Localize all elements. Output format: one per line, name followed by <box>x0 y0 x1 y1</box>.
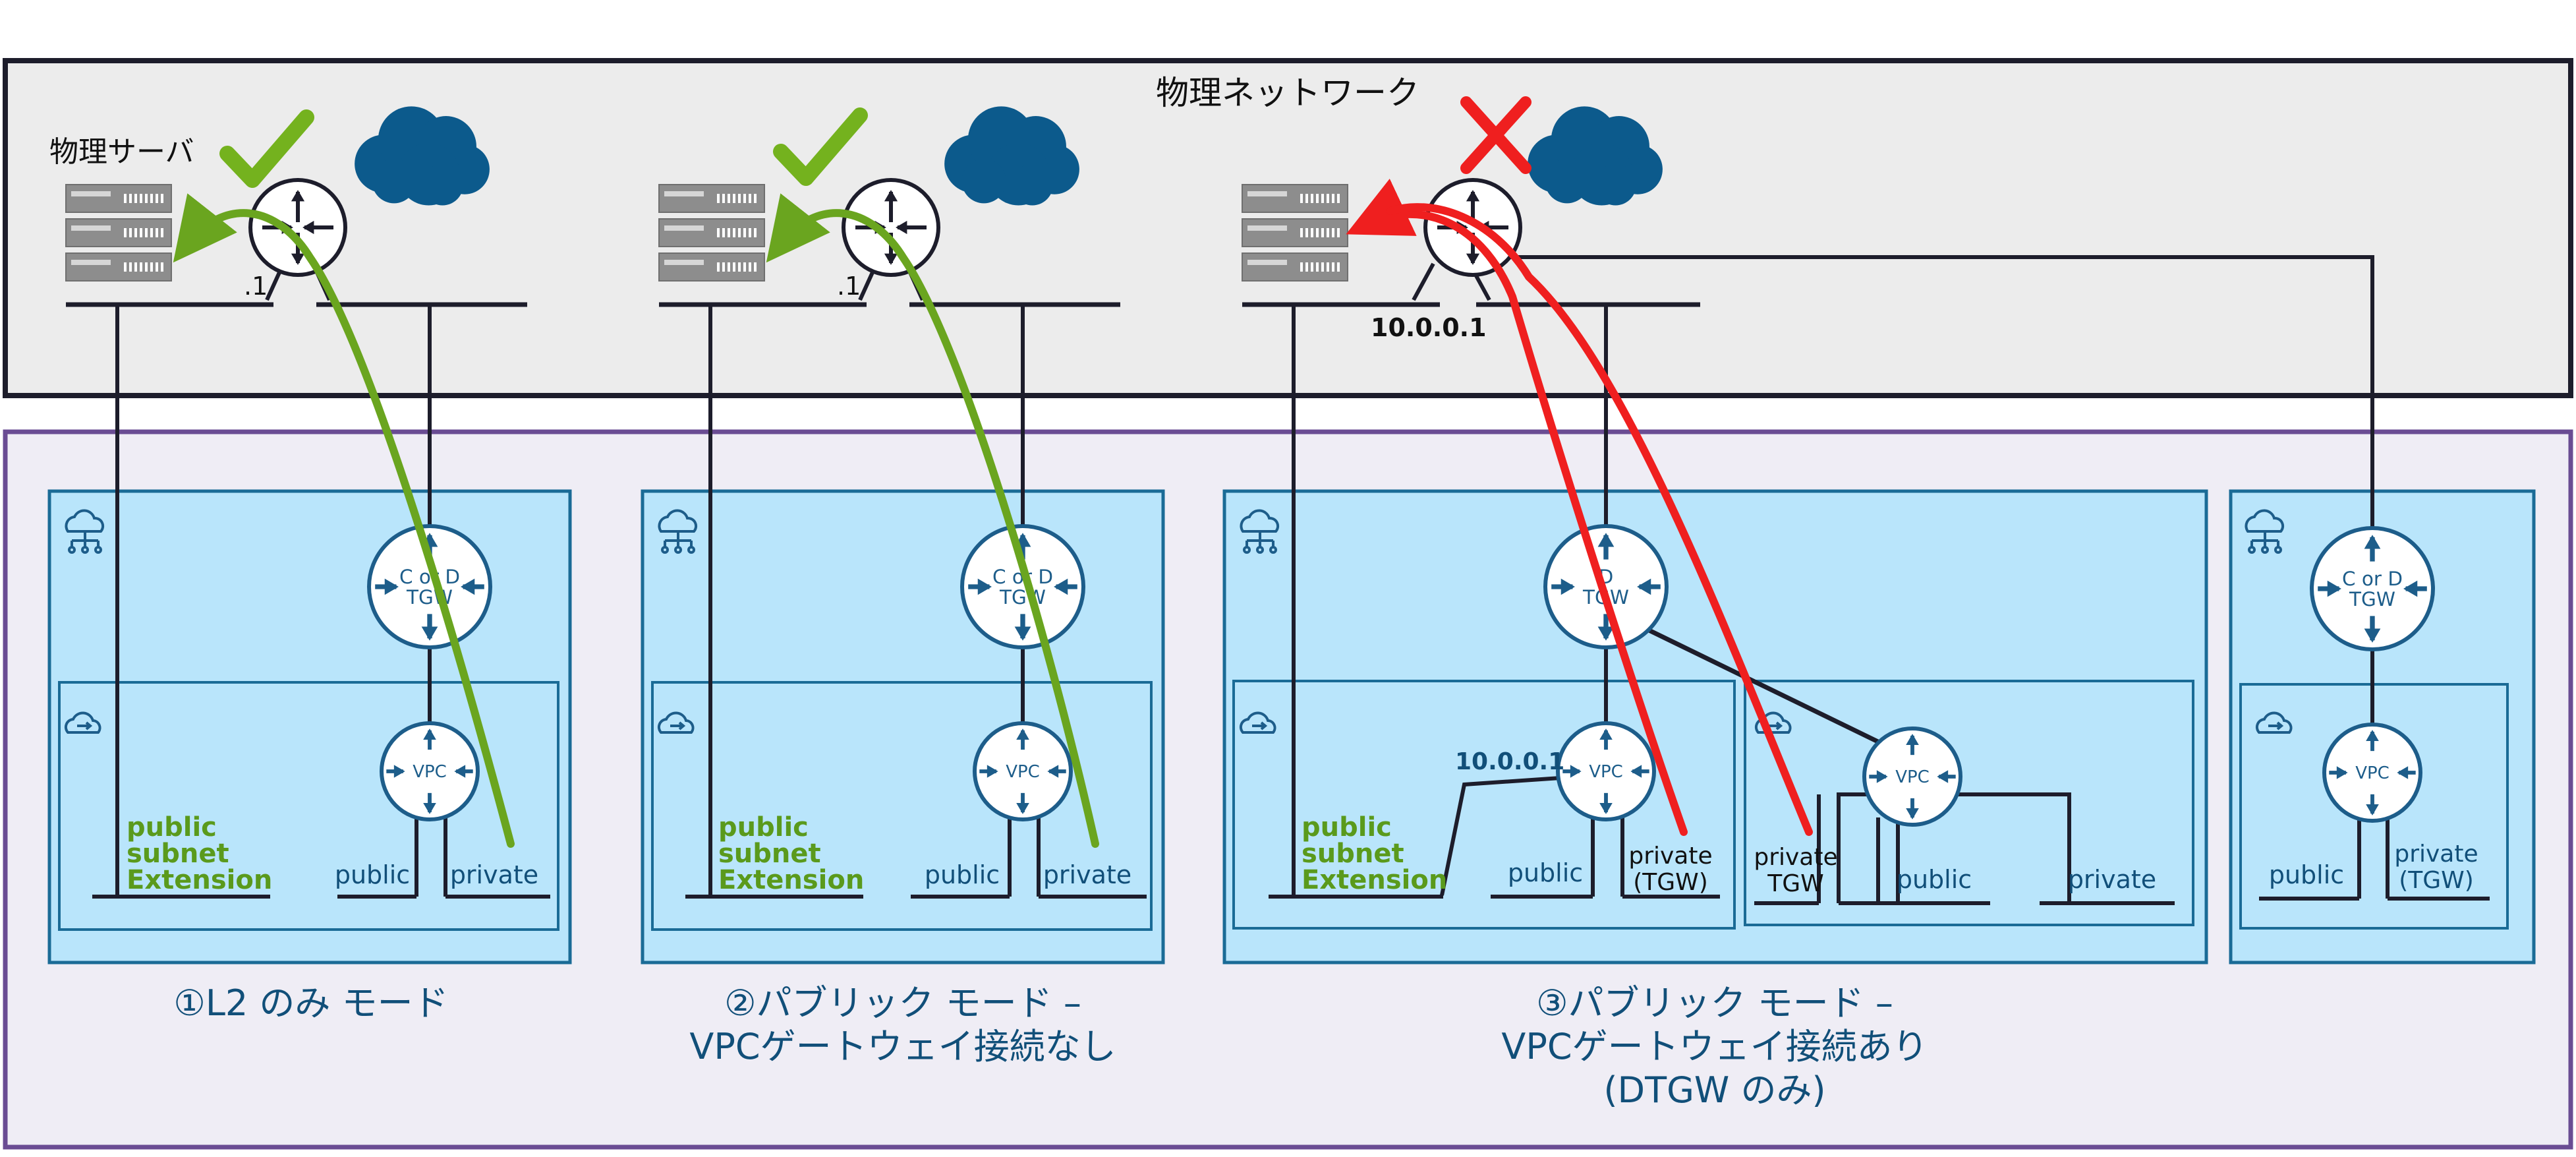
router-label: C or D <box>2342 568 2403 590</box>
panel-caption-1: ①L2 のみ モード <box>173 982 448 1024</box>
router-label: VPC <box>1895 767 1930 787</box>
router-label: TGW <box>2349 588 2395 610</box>
router-leg <box>1412 262 1435 301</box>
traffic-path-1 <box>173 193 515 848</box>
check-icon <box>219 109 314 188</box>
private-tgw-label: private <box>2394 841 2478 868</box>
panel-caption-2: ②パブリック モード – <box>724 982 1081 1024</box>
tgw-router-4: C or DTGW <box>2310 526 2435 651</box>
check-icon <box>773 107 868 186</box>
uplink-panel-4 <box>1496 255 2374 534</box>
gw-link <box>1440 776 1561 896</box>
extension-label: Extension <box>127 865 272 895</box>
vpc-router-1: VPC <box>380 721 480 821</box>
extension-label: subnet <box>718 839 821 869</box>
private-tgw-label: private <box>1754 844 1837 871</box>
extension-label: Extension <box>718 865 864 895</box>
panel-caption-3: VPCゲートウェイ接続あり <box>1501 1026 1928 1067</box>
gateway-label-2: .1 <box>837 272 861 301</box>
tenant-icon-4 <box>2245 509 2285 554</box>
vpc-icon-2 <box>657 711 695 734</box>
cloud-icon-3 <box>1528 106 1663 206</box>
vpc-icon-1 <box>64 711 101 734</box>
router-label: VPC <box>1006 762 1040 782</box>
tenant-icon-2 <box>658 509 698 554</box>
router-label: VPC <box>1589 762 1623 782</box>
panel-1 <box>47 489 572 964</box>
private-label: private <box>2068 865 2156 894</box>
public-label: public <box>1508 858 1583 887</box>
private-tgw-label: (TGW) <box>2399 867 2474 894</box>
vpc-icon-3a <box>1239 711 1276 734</box>
tgw-router-1: C or DTGW <box>367 524 492 649</box>
extension-label: public <box>127 812 217 843</box>
public-label: public <box>1897 865 1972 894</box>
router-label: TGW <box>999 586 1046 608</box>
traffic-path-2 <box>766 193 1099 848</box>
vpc-router-4: VPC <box>2322 723 2422 823</box>
tgw-router-2: C or DTGW <box>960 524 1085 649</box>
panel-2 <box>641 489 1165 964</box>
tenant-icon-3 <box>1240 509 1280 554</box>
physical-network-title: 物理ネットワーク <box>1156 74 1419 112</box>
vpc-box-3a <box>1232 680 1736 930</box>
subnet-link <box>1944 792 2071 903</box>
panel-caption-3: (DTGW のみ) <box>1603 1069 1825 1111</box>
physical-router-2 <box>842 178 940 277</box>
panel-caption-2: VPCゲートウェイ接続なし <box>689 1026 1116 1067</box>
traffic-path-3a <box>1346 179 1688 836</box>
subnet-link <box>1837 792 1868 903</box>
cloud-icon-1 <box>355 106 490 206</box>
physical-server-label: 物理サーバ <box>49 135 194 169</box>
tenant-icon-1 <box>65 509 105 554</box>
gateway-label-3: 10.0.0.1 <box>1371 313 1487 342</box>
tgw-vpc2-link <box>1640 624 1886 748</box>
physical-router-1 <box>248 178 347 277</box>
vpc-router-2: VPC <box>973 721 1073 821</box>
private-label: private <box>1043 860 1131 889</box>
extension-label: Extension <box>1302 865 1447 895</box>
private-tgw-label: (TGW) <box>1633 869 1708 896</box>
cloud-icon-2 <box>944 106 1079 206</box>
extension-label: subnet <box>1302 839 1404 869</box>
public-label: public <box>335 860 410 889</box>
physical-server-2 <box>658 184 765 282</box>
panel-caption-3: ③パブリック モード – <box>1536 982 1893 1024</box>
vpc-router-3b: VPC <box>1862 727 1962 827</box>
vpc-router-3a: VPC <box>1556 721 1656 821</box>
cross-icon <box>1460 96 1531 174</box>
physical-server-1 <box>65 184 172 282</box>
router-label: VPC <box>2355 763 2390 783</box>
traffic-path-3b <box>1387 203 1813 836</box>
private-label: private <box>450 860 538 889</box>
extension-label: subnet <box>127 839 229 869</box>
physical-router-3 <box>1423 178 1522 277</box>
public-label: public <box>2269 860 2344 889</box>
router-label: VPC <box>413 762 447 782</box>
private-tgw-label: private <box>1628 843 1712 870</box>
gateway-label-1: .1 <box>244 272 268 301</box>
vpc-gateway-address: 10.0.0.1 <box>1455 748 1564 775</box>
private-tgw-label: TGW <box>1767 870 1823 897</box>
panel-3 <box>1222 489 2208 964</box>
public-label: public <box>925 860 1000 889</box>
vpc-icon-4 <box>2255 711 2293 734</box>
physical-server-3 <box>1242 184 1348 282</box>
extension-label: public <box>718 812 809 843</box>
extension-label: public <box>1302 812 1392 843</box>
